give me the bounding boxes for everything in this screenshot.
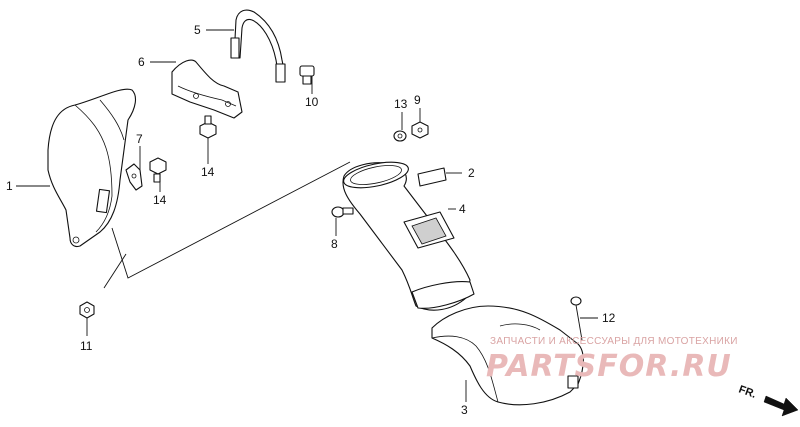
leader-lines <box>16 29 598 402</box>
part-9-nut <box>411 121 429 139</box>
callout-4: 4 <box>459 202 466 216</box>
part-1-air-duct <box>47 88 137 248</box>
callout-5: 5 <box>194 23 201 37</box>
direction-label: FR. <box>737 384 758 401</box>
callout-11: 11 <box>80 339 93 353</box>
part-13-washer <box>393 130 407 142</box>
part-3-elbow-duct <box>431 305 584 406</box>
callout-8: 8 <box>331 237 338 251</box>
callout-14-upper: 14 <box>201 165 215 179</box>
part-11-nut <box>79 301 95 319</box>
watermark-subtitle: ЗАПЧАСТИ И АКСЕССУАРЫ ДЛЯ МОТОТЕХНИКИ <box>490 336 738 347</box>
front-direction-indicator: FR. <box>737 384 799 417</box>
callout-1: 1 <box>6 179 13 193</box>
callout-7: 7 <box>136 132 143 146</box>
assembly-reference-line <box>103 161 351 289</box>
callout-labels: 1 5 6 10 14 7 14 13 9 2 4 8 11 12 3 <box>6 23 616 417</box>
part-6-bracket <box>171 59 243 119</box>
part-12-wire <box>570 296 583 341</box>
callout-12: 12 <box>602 311 616 325</box>
watermark-brand: PARTSFOR.RU <box>486 349 732 384</box>
callout-9: 9 <box>414 93 421 107</box>
part-7-clip <box>125 163 143 191</box>
callout-6: 6 <box>138 55 145 69</box>
part-14-bolt-upper <box>199 115 217 139</box>
part-14-bolt-lower <box>149 157 167 183</box>
callout-14-lower: 14 <box>153 193 167 207</box>
direction-arrow-icon <box>763 395 799 417</box>
part-2-pad <box>417 167 447 187</box>
callout-2: 2 <box>468 166 475 180</box>
part-4-main-tube <box>342 161 475 311</box>
callout-3: 3 <box>461 403 468 417</box>
part-10-bolt <box>299 65 315 85</box>
watermark: ЗАПЧАСТИ И АКСЕССУАРЫ ДЛЯ МОТОТЕХНИКИ PA… <box>486 336 738 384</box>
callout-13: 13 <box>394 97 408 111</box>
callout-10: 10 <box>305 95 319 109</box>
part-8-screw <box>331 206 354 218</box>
part-5-band <box>230 9 286 83</box>
